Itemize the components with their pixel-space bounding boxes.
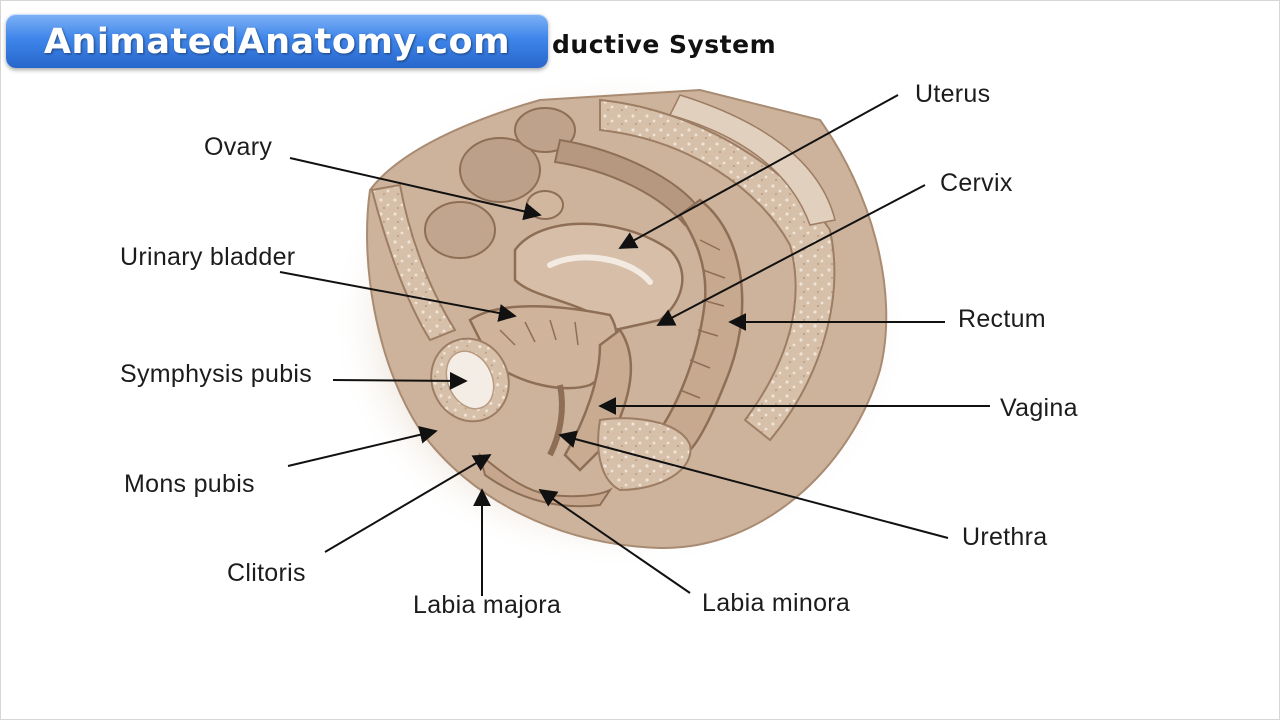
label-symphysis-pubis: Symphysis pubis — [120, 360, 313, 388]
label-urinary-bladder: Urinary bladder — [120, 243, 296, 271]
label-vagina: Vagina — [1000, 394, 1078, 422]
uterine-cavity — [547, 254, 653, 285]
leader-symphysis-pubis — [332, 371, 468, 390]
vagina-shape — [563, 328, 633, 472]
label-cervix: Cervix — [940, 169, 1013, 197]
intestine-loop — [459, 137, 541, 203]
leader-uterus — [618, 94, 899, 249]
label-urethra: Urethra — [962, 523, 1048, 551]
sacrum — [599, 98, 836, 442]
uterus-shape — [513, 222, 684, 332]
bladder-rugae — [499, 319, 579, 346]
leader-urethra — [558, 430, 949, 539]
site-banner[interactable]: AnimatedAnatomy.com — [6, 14, 548, 68]
diagram-title: ductive System — [552, 30, 777, 59]
rectum-folds — [679, 239, 726, 399]
label-clitoris: Clitoris — [227, 559, 306, 587]
perineal-body — [597, 417, 692, 492]
leader-labia-minora — [538, 488, 691, 594]
leader-urinary-bladder — [279, 271, 517, 322]
label-ovary: Ovary — [204, 133, 273, 161]
label-labia-majora: Labia majora — [413, 591, 562, 619]
label-uterus: Uterus — [915, 80, 991, 108]
leader-cervix — [656, 184, 926, 326]
label-mons-pubis: Mons pubis — [124, 470, 255, 498]
leader-mons-pubis — [287, 425, 438, 467]
site-banner-text: AnimatedAnatomy.com — [43, 22, 511, 62]
intestine-loop — [424, 201, 496, 259]
label-labia-minora: Labia minora — [702, 589, 851, 617]
leader-ovary — [289, 157, 542, 221]
sacrum-outer — [668, 94, 836, 226]
leader-clitoris — [324, 454, 492, 553]
label-rectum: Rectum — [958, 305, 1046, 333]
ovary-shape — [526, 190, 564, 220]
urethra-shape — [547, 384, 565, 457]
